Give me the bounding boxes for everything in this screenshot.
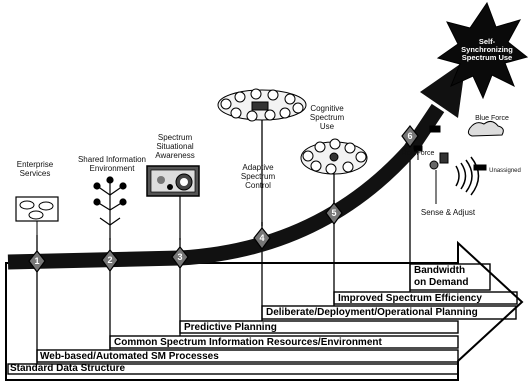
stage-label-shared-information: Shared Information Environment (77, 155, 147, 173)
bar-box-1 (7, 363, 459, 375)
bar-label-predictive-planning: Predictive Planning (184, 322, 277, 333)
stage-number-6: 6 (407, 131, 413, 141)
enemy-label: Unassigned (489, 168, 521, 174)
enterprise-services-icon (15, 196, 59, 237)
stage-number-2: 2 (107, 255, 113, 265)
bar-label-common-spectrum-information: Common Spectrum Information Resources/En… (114, 337, 382, 348)
shared-information-icon (93, 176, 127, 240)
progress-arrowhead (420, 60, 466, 118)
bar-label-web-based-processes: Web-based/Automated SM Processes (40, 351, 219, 362)
bar-label-bandwidth-on-demand: Bandwidth on Demand (414, 265, 469, 288)
stage-label-enterprise-services: Enterprise Services (16, 160, 54, 178)
bar-label-improved-spectrum-efficiency: Improved Spectrum Efficiency (338, 293, 482, 304)
goal-label: Self- Synchronizing Spectrum Use (461, 37, 513, 62)
blue-force-label: Blue Force (475, 115, 509, 122)
stage-marker-1 (28, 250, 46, 274)
stage-marker-2 (101, 249, 119, 273)
force-cluster-icon (413, 120, 504, 204)
stage-label-adaptive-control: Adaptive Spectrum Control (240, 163, 276, 190)
stage-markers (28, 125, 419, 274)
bar-label-deliberate-planning: Deliberate/Deployment/Operational Planni… (266, 307, 478, 318)
stage-label-cognitive-use: Cognitive Spectrum Use (309, 104, 345, 131)
stage-number-3: 3 (177, 252, 183, 262)
goal-starburst (436, 1, 529, 100)
adaptive-control-icon (217, 88, 307, 226)
base-arrow (5, 240, 524, 381)
stage-number-1: 1 (34, 256, 40, 266)
stage-marker-6 (401, 125, 419, 149)
stage-marker-4 (253, 227, 271, 251)
situational-awareness-icon (146, 165, 200, 240)
cognitive-use-icon (300, 138, 368, 206)
stage-label-situational-awareness: Spectrum Situational Awareness (155, 133, 195, 160)
stage-marker-5 (325, 202, 343, 226)
bar-label-standard-data-structure: Standard Data Structure (10, 363, 126, 374)
sense-adjust-label: Sense & Adjust (420, 208, 476, 217)
stage-number-4: 4 (259, 233, 265, 243)
red-force-label: Red Force (401, 150, 435, 157)
stage-number-5: 5 (331, 208, 337, 218)
progress-curve (7, 103, 445, 270)
stage-marker-3 (171, 246, 189, 270)
